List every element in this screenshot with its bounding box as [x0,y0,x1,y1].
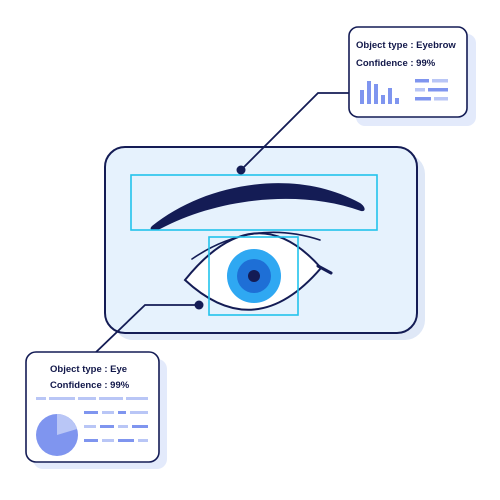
pupil [248,270,260,282]
eyebrow-detection-box [130,174,378,231]
list-lines-icon [415,79,448,101]
eyebrow-object-type: Object type : Eyebrow [356,40,456,51]
eye-shape [183,231,333,311]
pie-chart-icon [36,414,78,456]
eye-detection-box [208,236,299,316]
eyebrow-info-card: Object type : Eyebrow Confidence : 99% [348,26,476,126]
eyebrow-connector [236,92,349,175]
eyebrow-shape [150,183,365,231]
text-lines-icon [36,397,148,442]
eyebrow-confidence: Confidence : 99% [356,58,436,69]
eye-confidence: Confidence : 99% [50,380,130,391]
eye-object-type: Object type : Eye [50,364,127,375]
eye-info-card: Object type : Eye Confidence : 99% [25,351,167,469]
eye-connector [92,300,204,356]
bar-chart-icon [360,81,399,104]
